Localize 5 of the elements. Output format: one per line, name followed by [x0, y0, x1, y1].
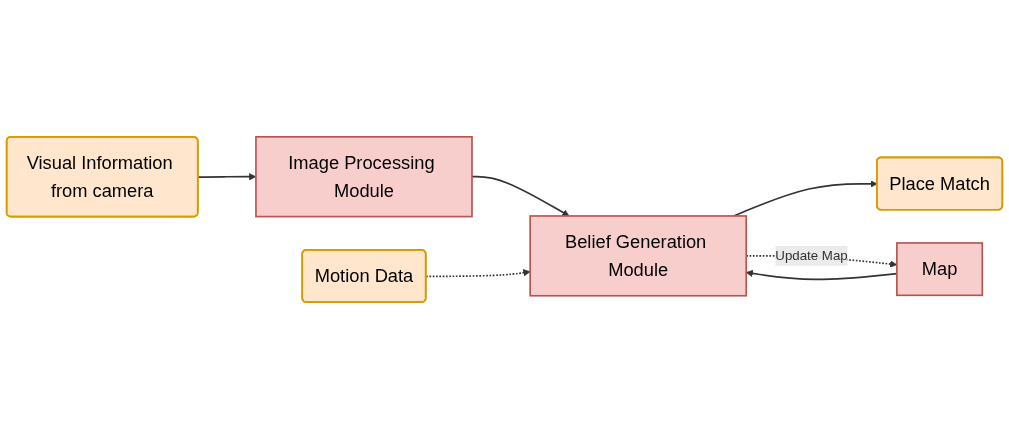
node-box: Map — [896, 242, 984, 297]
node-box: Image Processing Module — [255, 136, 473, 218]
arrow — [471, 175, 570, 217]
edge-label: Update Map — [775, 248, 848, 263]
node-box: Belief Generation Module — [529, 215, 748, 297]
